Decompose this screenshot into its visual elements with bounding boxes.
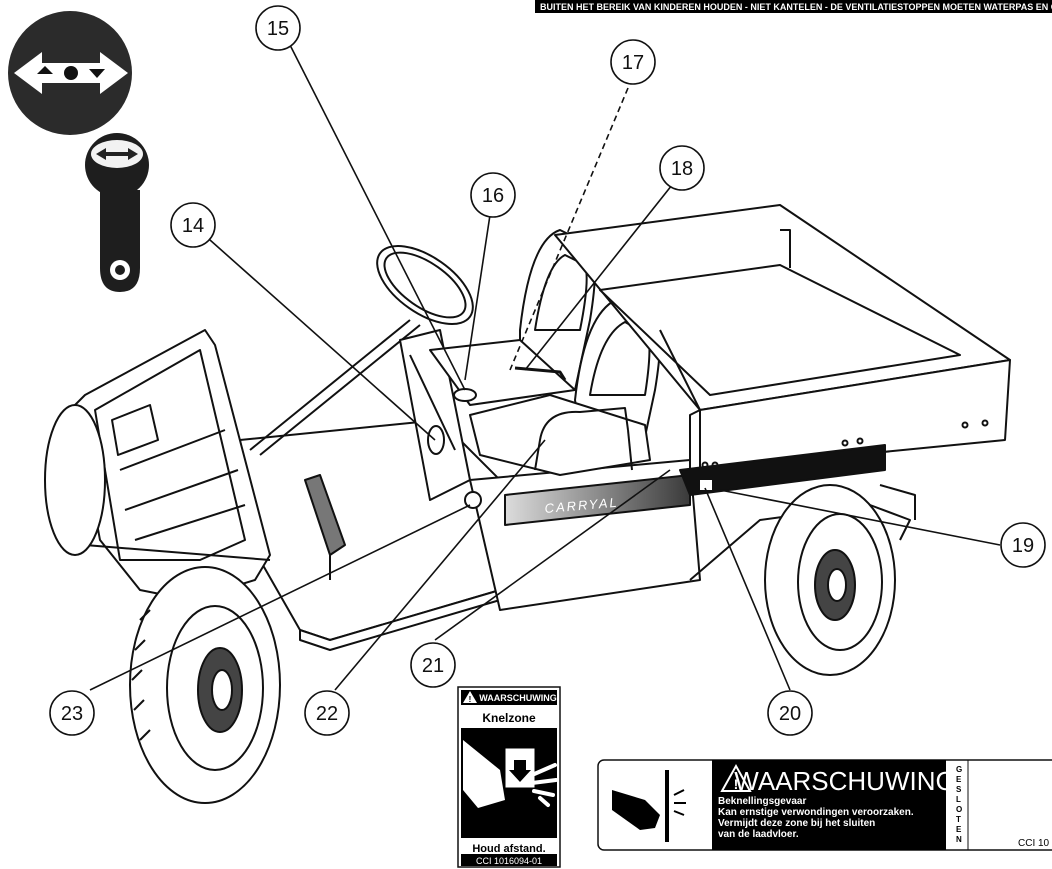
svg-text:!: ! <box>469 695 472 704</box>
brand-stripe <box>504 474 691 526</box>
bed-pinch-decal: ! WAARSCHUWING Beknellingsgevaar Kan ern… <box>597 759 1052 851</box>
vehicle-brand-label: CARRYAL <box>544 495 619 516</box>
hip-restraint <box>534 407 629 471</box>
svg-text:N: N <box>956 835 962 844</box>
callout-18: 18 <box>659 145 705 191</box>
pinch-decal-footer: Houd afstand. <box>472 843 545 855</box>
callout-16: 16 <box>470 172 516 218</box>
bed-decal-code: CCI 10 <box>1018 838 1050 849</box>
front-wheel <box>129 566 281 804</box>
callout-22-label: 22 <box>316 703 338 725</box>
bed-decal-line-3: Vermijdt deze zone bij het sluiten <box>718 818 875 829</box>
callout-22: 22 <box>304 690 350 736</box>
svg-text:E: E <box>956 825 962 834</box>
callout-19: 19 <box>1000 522 1046 568</box>
callout-16-label: 16 <box>482 185 504 207</box>
callout-14-label: 14 <box>182 215 204 237</box>
forward-neutral-reverse-icon <box>8 11 132 135</box>
warning-triangle-icon: ! <box>463 691 477 704</box>
callout-15-label: 15 <box>267 18 289 40</box>
pinch-decal-code: CCI 1016094-01 <box>476 856 542 866</box>
direction-selector-handle-icon <box>85 133 149 292</box>
svg-text:T: T <box>956 815 961 824</box>
callout-21: 21 <box>410 642 456 688</box>
callout-20-label: 20 <box>779 703 801 725</box>
callout-bubbles: 14 15 16 17 18 19 20 21 <box>49 5 1046 736</box>
warning-triangle-icon: ! <box>720 763 752 792</box>
front-cowl <box>74 329 271 601</box>
pinch-zone-decal: ! WAARSCHUWING Knelzone Houd afstand. CC… <box>457 686 561 868</box>
svg-text:O: O <box>956 805 962 814</box>
callout-23-label: 23 <box>61 703 83 725</box>
leader-lines <box>89 44 1001 691</box>
callout-23: 23 <box>49 690 95 736</box>
callout-17-label: 17 <box>622 52 644 74</box>
callout-21-label: 21 <box>422 655 444 677</box>
hand-pinch-icon <box>463 740 558 808</box>
bed-decal-line-4: van de laadvloer. <box>718 829 799 840</box>
pinch-decal-header: WAARSCHUWING <box>479 693 557 703</box>
accelerator-pedal <box>304 474 346 556</box>
warning-banner: BUITEN HET BEREIK VAN KINDEREN HOUDEN - … <box>535 0 1052 13</box>
callout-20: 20 <box>767 690 813 736</box>
svg-text:S: S <box>956 785 962 794</box>
svg-text:!: ! <box>734 776 739 792</box>
bed-decal-line-2: Kan ernstige verwondingen veroorzaken. <box>718 807 914 818</box>
callout-14: 14 <box>170 202 216 248</box>
warning-banner-text: BUITEN HET BEREIK VAN KINDEREN HOUDEN - … <box>540 2 1052 12</box>
bed-decal-header: WAARSCHUWING <box>734 766 955 796</box>
rear-wheel <box>764 484 896 676</box>
svg-text:E: E <box>956 775 962 784</box>
callout-18-label: 18 <box>671 158 693 180</box>
utility-vehicle <box>44 204 1011 804</box>
callout-15: 15 <box>255 5 301 51</box>
seat-cushion <box>469 394 651 476</box>
pinch-decal-title: Knelzone <box>482 711 536 725</box>
steering-wheel <box>376 244 474 326</box>
callout-19-label: 19 <box>1012 535 1034 557</box>
bed-decal-side-letters: G E S L O T E N <box>956 765 962 844</box>
hand-pinch-icon <box>612 770 686 842</box>
bed-decal-line-1: Beknellingsgevaar <box>718 796 806 807</box>
steering-column <box>249 319 411 451</box>
svg-text:L: L <box>956 795 961 804</box>
callout-17: 17 <box>610 39 656 85</box>
svg-text:G: G <box>956 765 962 774</box>
